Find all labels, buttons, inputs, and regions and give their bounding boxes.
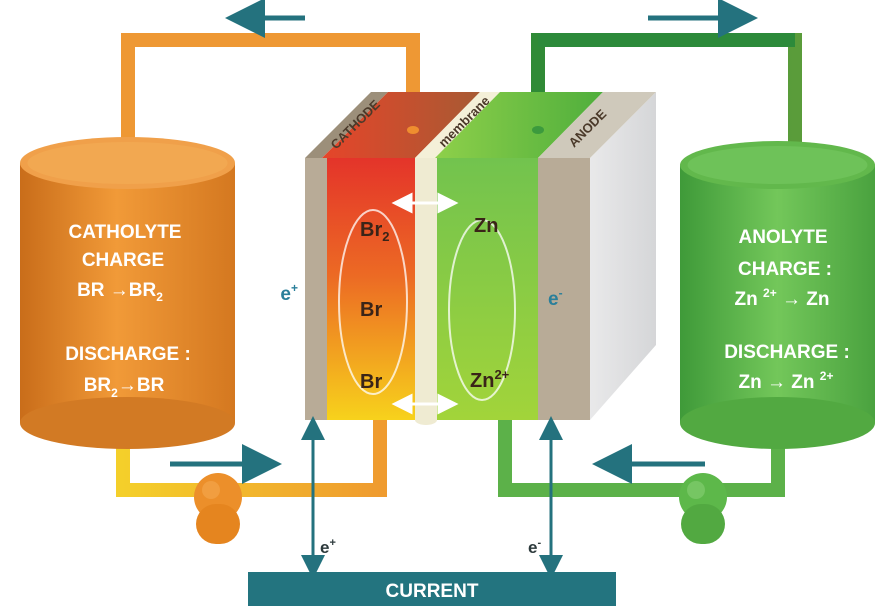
electron-left-inside-sup: + xyxy=(291,281,298,295)
svg-text:Zn 2+ → Zn: Zn 2+ → Zn xyxy=(735,286,830,310)
svg-text:e+: e+ xyxy=(320,537,336,557)
catholyte-circulation-loop xyxy=(338,209,408,395)
anolyte-top-pipe xyxy=(531,33,802,165)
catholyte-tank xyxy=(20,137,235,449)
catholyte-bottom-pipe xyxy=(116,420,387,497)
anolyte-charge-rest: → Zn xyxy=(777,289,830,310)
svg-text:Br2: Br2 xyxy=(360,219,389,244)
cathode-top xyxy=(305,92,388,158)
catholyte-chamber-top xyxy=(322,92,480,158)
svg-text:Zn → Zn 2+: Zn → Zn 2+ xyxy=(739,369,834,393)
catholyte-line4: DISCHARGE : xyxy=(65,344,191,365)
current-label: CURRENT xyxy=(386,581,479,602)
br-bottom-label: Br xyxy=(360,371,382,393)
electron-right-outside: e xyxy=(528,538,537,557)
anolyte-chamber-top xyxy=(435,92,603,158)
anolyte-tank xyxy=(680,141,875,449)
catholyte-line2: CHARGE xyxy=(82,250,164,271)
anolyte-circulation-loop xyxy=(448,219,516,401)
anolyte-bottom-pipe xyxy=(498,420,785,497)
br-mid-label: Br xyxy=(360,299,382,321)
svg-text:BR2→BR: BR2→BR xyxy=(84,375,165,400)
svg-text:e-: e- xyxy=(528,537,541,557)
anolyte-line4: DISCHARGE : xyxy=(724,342,850,363)
zn-top-label: Zn xyxy=(474,215,498,237)
cell-side-face xyxy=(590,92,656,420)
catholyte-discharge-base: BR xyxy=(84,375,112,396)
catholyte-discharge-rest: →BR xyxy=(118,375,165,396)
anolyte-charge-base: Zn xyxy=(735,289,764,310)
electron-left-inside: e xyxy=(280,284,291,305)
svg-text:BR →BR2: BR →BR2 xyxy=(77,280,163,304)
electron-right-outside-sup: - xyxy=(537,537,541,549)
anolyte-line2: CHARGE : xyxy=(738,259,832,280)
electron-right-inside: e xyxy=(548,289,559,310)
br2-label: Br xyxy=(360,219,382,241)
membrane xyxy=(415,158,437,420)
battery-cell: CATHODE membrane ANODE Br2 Br Br Zn Zn2+ xyxy=(305,92,656,425)
catholyte-pump-icon xyxy=(194,473,242,544)
anolyte-charge-sup: 2+ xyxy=(763,286,777,300)
electron-left-outside-sup: + xyxy=(329,537,335,549)
anolyte-tank-label: ANOLYTE CHARGE : Zn 2+ → Zn DISCHARGE : … xyxy=(724,227,850,393)
catholyte-top-pipe xyxy=(121,33,420,175)
catholyte-charge-sub: 2 xyxy=(156,290,163,304)
electron-left-outside: e xyxy=(320,538,329,557)
catholyte-charge-reaction: BR →BR xyxy=(77,280,156,301)
catholyte-line1: CATHOLYTE xyxy=(69,222,182,243)
anolyte-discharge-sup: 2+ xyxy=(820,369,834,383)
cathode-electrode xyxy=(305,158,327,420)
anolyte-discharge-base: Zn → Zn xyxy=(739,372,820,393)
svg-text:Zn2+: Zn2+ xyxy=(470,367,510,392)
anolyte-line1: ANOLYTE xyxy=(738,227,827,248)
anode-top xyxy=(538,92,656,158)
svg-text:e-: e- xyxy=(548,286,563,310)
zn2-label: Zn xyxy=(470,370,494,392)
svg-text:e+: e+ xyxy=(280,281,298,305)
anode-electrode xyxy=(538,158,590,420)
catholyte-tank-label: CATHOLYTE CHARGE BR →BR2 DISCHARGE : BR2… xyxy=(65,222,191,400)
current-bar: CURRENT xyxy=(248,572,616,606)
membrane-top xyxy=(415,92,500,158)
anolyte-pump-icon xyxy=(679,473,727,544)
catholyte-discharge-sub: 2 xyxy=(111,386,118,400)
electron-right-inside-sup: - xyxy=(559,286,563,300)
zn2-sup: 2+ xyxy=(494,367,509,382)
br2-sub: 2 xyxy=(382,229,389,244)
